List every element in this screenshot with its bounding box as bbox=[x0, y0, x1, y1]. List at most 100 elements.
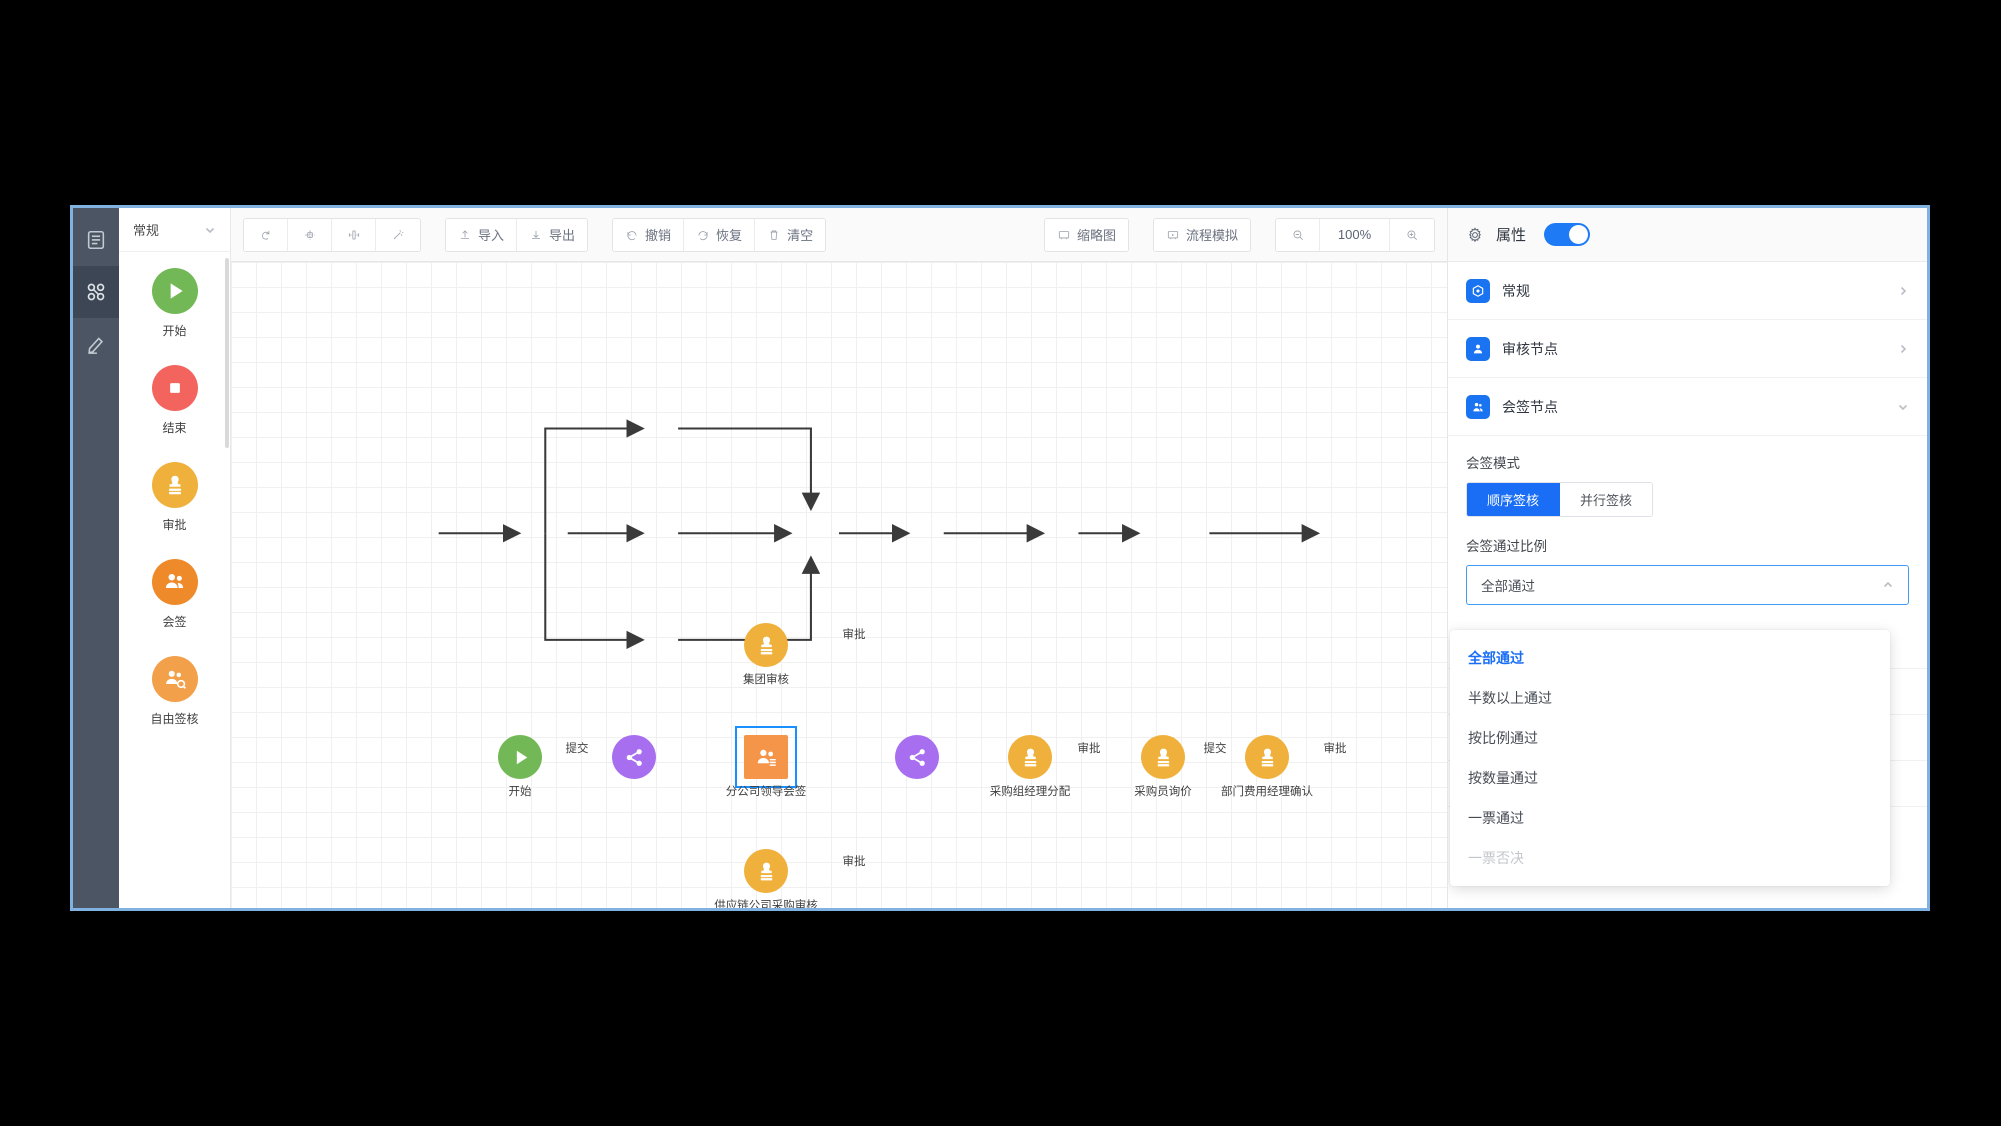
node-label: 分公司领导会签 bbox=[725, 786, 807, 798]
thumbnail-button[interactable]: 缩略图 bbox=[1044, 218, 1128, 251]
flow-node-buyer-quote[interactable]: 采购员询价 bbox=[1134, 735, 1192, 798]
palette-item-start[interactable]: 开始 bbox=[119, 268, 230, 339]
zoom-out-button[interactable] bbox=[1276, 218, 1320, 251]
canvas-grid bbox=[231, 262, 1447, 908]
trash-icon bbox=[770, 230, 778, 240]
node-circle bbox=[744, 735, 788, 779]
flow-node-start[interactable]: 开始 bbox=[498, 735, 542, 798]
countersign-mode-label: 会签模式 bbox=[1466, 456, 1520, 471]
pass-ratio-dropdown[interactable]: 全部通过 半数以上通过 按比例通过 按数量通过 一票通过 一票否决 bbox=[1450, 630, 1890, 886]
simulate-icon bbox=[1167, 230, 1179, 239]
toolbar-group-zoom: 100% bbox=[1275, 217, 1435, 252]
palette-item-label: 结束 bbox=[162, 421, 187, 435]
flow-node-purchase-manager[interactable]: 采购组经理分配 bbox=[990, 735, 1070, 798]
nodes-icon-button[interactable] bbox=[73, 266, 119, 318]
cube-icon bbox=[1472, 284, 1484, 297]
properties-toggle[interactable] bbox=[1544, 223, 1591, 246]
flow-canvas[interactable]: 开始 集 bbox=[231, 262, 1447, 908]
properties-header: 属性 bbox=[1448, 208, 1927, 262]
simulate-label: 流程模拟 bbox=[1185, 228, 1238, 243]
export-button[interactable]: 导出 bbox=[517, 218, 588, 251]
import-icon bbox=[460, 229, 470, 239]
gateway-icon bbox=[909, 748, 925, 766]
group-icon-wrap bbox=[1466, 394, 1490, 419]
cube-icon-wrap bbox=[1466, 278, 1490, 303]
play-icon bbox=[170, 283, 183, 299]
magic-wand-button[interactable] bbox=[376, 218, 420, 251]
left-icon-rail bbox=[73, 208, 119, 908]
palette-item-free-sign[interactable]: 自由签核 bbox=[119, 656, 230, 727]
toolbar-group-align bbox=[243, 217, 421, 252]
flow-designer-window: 常规 开始 结束 bbox=[70, 205, 1930, 911]
zoom-in-icon bbox=[1407, 230, 1417, 240]
dropdown-option-by-count[interactable]: 按数量通过 bbox=[1468, 770, 1538, 786]
section-review-node[interactable]: 审核节点 bbox=[1448, 320, 1927, 378]
zoom-level-value[interactable]: 100% bbox=[1320, 218, 1390, 251]
stamp-icon bbox=[1157, 748, 1169, 766]
toolbar-group-io: 导入 导出 bbox=[445, 217, 589, 252]
stamp-icon bbox=[760, 862, 772, 880]
dropdown-option-all-pass[interactable]: 全部通过 bbox=[1468, 650, 1524, 666]
dropdown-option-by-ratio[interactable]: 按比例通过 bbox=[1468, 730, 1538, 746]
palette-item-end[interactable]: 结束 bbox=[119, 365, 230, 436]
section-countersign-node[interactable]: 会签节点 bbox=[1448, 378, 1927, 436]
pen-icon-button[interactable] bbox=[73, 318, 119, 370]
palette-item-label: 开始 bbox=[162, 324, 187, 338]
flow-node-dept-cost-manager[interactable]: 部门费用经理确认 bbox=[1221, 735, 1313, 798]
thumbnail-label: 缩略图 bbox=[1076, 228, 1116, 243]
flow-node-gateway-2[interactable] bbox=[895, 735, 939, 779]
dropdown-option-one-veto: 一票否决 bbox=[1468, 850, 1524, 866]
undo-arrow-button[interactable] bbox=[244, 218, 288, 251]
simulate-button[interactable]: 流程模拟 bbox=[1153, 218, 1250, 251]
pen-icon bbox=[88, 337, 104, 354]
chevron-down-icon bbox=[1898, 404, 1908, 410]
flow-node-supply-review[interactable]: 供应链公司采购审核 bbox=[714, 849, 818, 908]
node-circle bbox=[744, 849, 788, 893]
node-circle bbox=[1141, 735, 1185, 779]
group-sign-icon bbox=[757, 749, 776, 766]
undo-button[interactable]: 撤销 bbox=[613, 218, 685, 251]
undo-label: 撤销 bbox=[645, 228, 672, 243]
node-circle bbox=[1245, 735, 1289, 779]
edge-label: 审批 bbox=[1077, 743, 1101, 755]
user-icon bbox=[1473, 344, 1483, 353]
palette-node-circle bbox=[151, 462, 198, 508]
flow-node-branch-countersign[interactable]: 分公司领导会签 bbox=[726, 726, 806, 798]
canvas-column: 导入 导出 撤销 bbox=[231, 208, 1447, 908]
redo-button[interactable]: 恢复 bbox=[684, 218, 756, 251]
editor-toolbar: 导入 导出 撤销 bbox=[231, 208, 1447, 262]
align-center-button[interactable] bbox=[332, 218, 376, 251]
palette-group-header[interactable]: 常规 bbox=[119, 208, 230, 252]
palette-item-label: 自由签核 bbox=[150, 712, 199, 726]
zoom-in-button[interactable] bbox=[1390, 218, 1434, 251]
stamp-icon bbox=[1024, 748, 1036, 766]
align-grid-button[interactable] bbox=[288, 218, 332, 251]
clear-button[interactable]: 清空 bbox=[755, 218, 826, 251]
dropdown-option-one-pass[interactable]: 一票通过 bbox=[1468, 810, 1524, 826]
chevron-up-icon bbox=[1883, 581, 1893, 588]
clear-label: 清空 bbox=[787, 228, 814, 243]
pass-ratio-label: 会签通过比例 bbox=[1466, 539, 1547, 554]
palette-item-list[interactable]: 开始 结束 审批 bbox=[119, 252, 230, 908]
countersign-mode-option-sequential[interactable]: 顺序签核 bbox=[1467, 483, 1561, 516]
form-icon-button[interactable] bbox=[73, 214, 119, 266]
countersign-mode-option-parallel[interactable]: 并行签核 bbox=[1560, 483, 1653, 516]
palette-item-countersign[interactable]: 会签 bbox=[119, 559, 230, 630]
section-label: 审核节点 bbox=[1502, 340, 1558, 357]
export-icon bbox=[531, 230, 541, 239]
pass-ratio-select[interactable]: 全部通过 bbox=[1466, 565, 1909, 605]
properties-body: 常规 审核节点 bbox=[1448, 262, 1927, 908]
flow-node-gateway-1[interactable] bbox=[612, 735, 656, 779]
node-label: 部门费用经理确认 bbox=[1221, 786, 1313, 798]
group-icon bbox=[1473, 402, 1483, 411]
import-button[interactable]: 导入 bbox=[446, 218, 518, 251]
nodes-icon bbox=[87, 283, 105, 301]
gear-icon bbox=[1469, 226, 1481, 242]
dropdown-option-majority[interactable]: 半数以上通过 bbox=[1468, 690, 1552, 706]
flow-node-group-review[interactable]: 集团审核 bbox=[743, 623, 789, 686]
countersign-form: 会签模式 顺序签核 并行签核 会签通过比例 全部通过 bbox=[1448, 436, 1927, 605]
palette-scrollbar[interactable] bbox=[225, 258, 229, 448]
section-general[interactable]: 常规 bbox=[1448, 262, 1927, 320]
countersign-mode-segmented: 顺序签核 并行签核 bbox=[1466, 482, 1654, 517]
palette-item-approve[interactable]: 审批 bbox=[119, 462, 230, 533]
